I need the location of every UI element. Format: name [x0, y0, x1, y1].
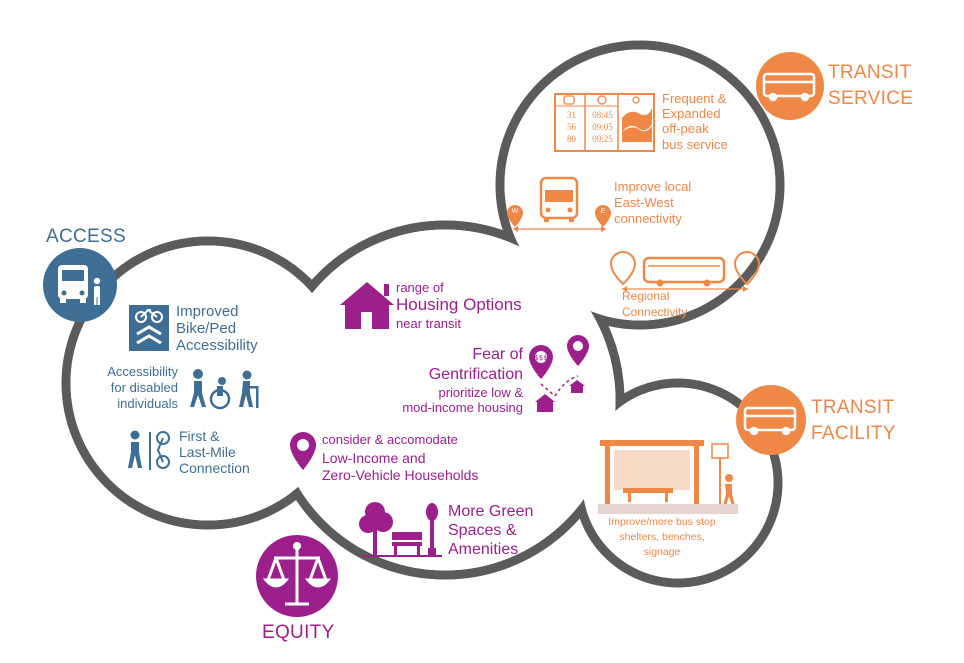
- gentrification-line-3: prioritize low &: [438, 385, 523, 400]
- transit-service-title-1: TRANSIT: [828, 62, 912, 83]
- equity-badge: [256, 535, 338, 617]
- house-icon: [340, 282, 394, 329]
- lowincome-line-2: Low-Income and: [322, 450, 426, 466]
- east-label: E: [600, 208, 606, 215]
- schedule-time-3: 09:25: [592, 134, 613, 144]
- disabled-line-2: for disabled: [110, 380, 178, 395]
- frequent-line-4: bus service: [662, 137, 728, 152]
- gentrification-line-1: Fear of: [472, 346, 523, 363]
- transit-facility-title-1: TRANSIT: [811, 397, 895, 418]
- eastwest-line-3: connectivity: [614, 211, 682, 226]
- disabled-line-1: Accessibility: [107, 364, 178, 379]
- shelter-line-1: Improve/more bus stop: [608, 516, 716, 528]
- lowincome-line-1: consider & accomodate: [322, 432, 458, 447]
- access-badge: [43, 248, 117, 322]
- bus-person-icon: [58, 265, 101, 305]
- green-line-2: Spaces &: [448, 522, 517, 539]
- transit-facility-badge: [736, 385, 806, 455]
- bike-ped-line-1: Improved: [176, 303, 239, 320]
- first-last-line-3: Connection: [179, 460, 250, 476]
- coach-bus-icon: [609, 250, 761, 292]
- gentrification-line-4: mod-income housing: [402, 400, 523, 415]
- bus-icon: [762, 72, 816, 102]
- housing-main: Housing Options: [396, 295, 522, 314]
- first-last-line-1: First &: [179, 428, 220, 444]
- svg-text:$$$: $$$: [534, 354, 547, 362]
- scales-icon: [262, 547, 332, 606]
- schedule-route-1: 31: [567, 110, 576, 120]
- eastwest-line-2: East-West: [614, 195, 674, 210]
- schedule-route-2: 56: [567, 122, 576, 132]
- transit-facility-title-2: FACILITY: [811, 423, 896, 444]
- bus-icon: [743, 406, 797, 436]
- bike-ped-line-3: Accessibility: [176, 337, 258, 354]
- frequent-line-1: Frequent &: [662, 91, 727, 106]
- pedestrian-bike-icon: [128, 430, 170, 470]
- location-pin-icon: [290, 432, 316, 470]
- housing-post: near transit: [396, 316, 462, 331]
- east-west-arrow-icon: [507, 205, 611, 232]
- bus-shelter-icon: [598, 440, 738, 514]
- access-title: ACCESS: [46, 226, 126, 247]
- regional-line-2: Connectivity: [622, 305, 688, 319]
- park-icon: [359, 502, 442, 557]
- gentrification-line-2: Gentrification: [428, 366, 523, 383]
- walker-wheelchair-icon: [190, 369, 259, 410]
- frequent-line-3: off-peak: [662, 121, 709, 136]
- schedule-route-3: 80: [567, 134, 576, 144]
- eastwest-line-1: Improve local: [614, 179, 692, 194]
- green-line-1: More Green: [448, 503, 534, 520]
- bike-lane-icon: [129, 305, 169, 351]
- schedule-board-icon: [554, 93, 655, 152]
- bike-ped-line-2: Bike/Ped: [176, 320, 237, 337]
- disabled-line-3: individuals: [117, 396, 178, 411]
- shelter-line-3: signage: [643, 546, 681, 558]
- equity-title: EQUITY: [262, 622, 335, 643]
- gentrification-pins-icon: $$$: [529, 335, 589, 412]
- green-line-3: Amenities: [448, 541, 519, 558]
- shelter-line-2: shelters, benches,: [619, 531, 705, 543]
- schedule-time-2: 09:05: [592, 122, 613, 132]
- lowincome-line-3: Zero-Vehicle Households: [322, 467, 479, 483]
- first-last-line-2: Last-Mile: [179, 444, 236, 460]
- transit-service-title-2: SERVICE: [828, 88, 914, 109]
- regional-line-1: Regional: [622, 289, 670, 303]
- transit-service-badge: [756, 52, 824, 120]
- frequent-line-2: Expanded: [662, 106, 721, 121]
- west-label: W: [511, 208, 519, 215]
- schedule-time-1: 08:45: [592, 110, 613, 120]
- housing-pre: range of: [396, 280, 444, 295]
- bus-front-icon: [539, 176, 579, 222]
